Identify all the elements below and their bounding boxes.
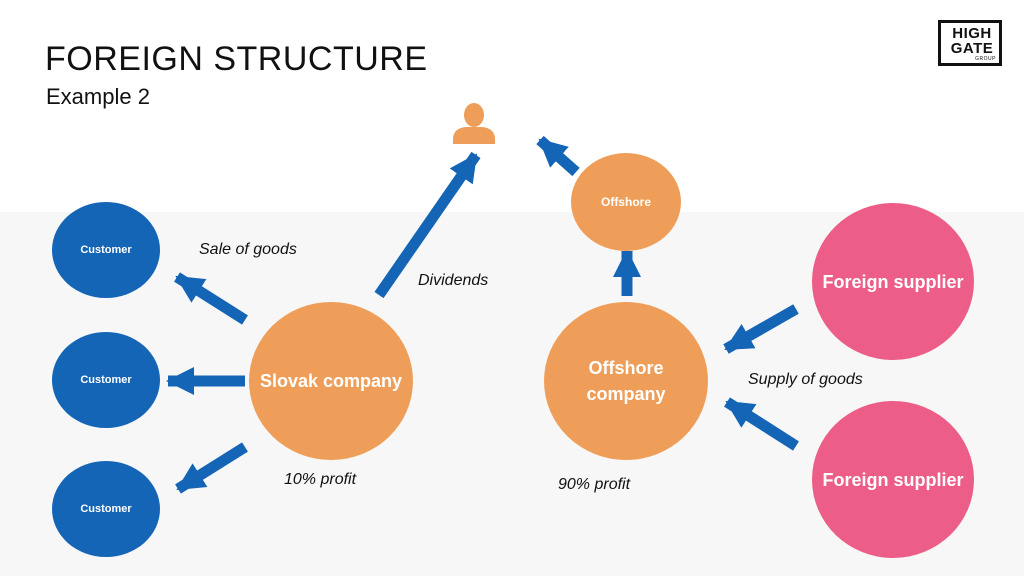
foreign-supplier-label: Foreign supplier xyxy=(822,469,964,490)
supply-of-goods-label: Supply of goods xyxy=(748,371,863,388)
arrow-offshore-to-owner xyxy=(536,135,580,177)
dividends-label: Dividends xyxy=(418,272,489,289)
logo-line-2: GATE xyxy=(950,40,994,57)
arrow-from-supplier-top xyxy=(723,304,799,354)
high-gate-logo: HIGH GATE GROUP xyxy=(938,20,1002,66)
customer-label: Customer xyxy=(80,244,132,256)
slovak-company-node: Slovak company xyxy=(249,302,413,460)
logo-line-1: HIGH xyxy=(952,25,992,42)
arrow-to-customer-top xyxy=(174,272,248,325)
customer-label: Customer xyxy=(80,503,132,515)
arrow-from-supplier-bottom xyxy=(724,397,799,451)
person-icon xyxy=(453,103,495,144)
offshore-company-node: Offshore company xyxy=(544,302,708,460)
offshore-company-label: Offshore company xyxy=(586,358,666,404)
foreign-supplier-label: Foreign supplier xyxy=(822,271,964,292)
customer-node-middle: Customer xyxy=(52,332,160,428)
sale-of-goods-label: Sale of goods xyxy=(199,241,297,258)
offshore-profit-label: 90% profit xyxy=(558,476,631,493)
customer-node-top: Customer xyxy=(52,202,160,298)
foreign-supplier-node-top: Foreign supplier xyxy=(812,203,974,360)
offshore-label: Offshore xyxy=(600,195,651,209)
customer-node-bottom: Customer xyxy=(52,461,160,557)
page-subtitle: Example 2 xyxy=(46,84,150,109)
page-title: FOREIGN STRUCTURE xyxy=(45,40,428,78)
offshore-node: Offshore xyxy=(571,153,681,251)
slovak-company-label: Slovak company xyxy=(259,371,403,391)
slovak-profit-label: 10% profit xyxy=(284,471,357,488)
customer-label: Customer xyxy=(80,374,132,386)
arrow-to-customer-bottom xyxy=(175,442,248,494)
logo-line-3: GROUP xyxy=(975,56,996,62)
foreign-supplier-node-bottom: Foreign supplier xyxy=(812,401,974,558)
arrow-dividends-to-owner xyxy=(374,151,481,299)
